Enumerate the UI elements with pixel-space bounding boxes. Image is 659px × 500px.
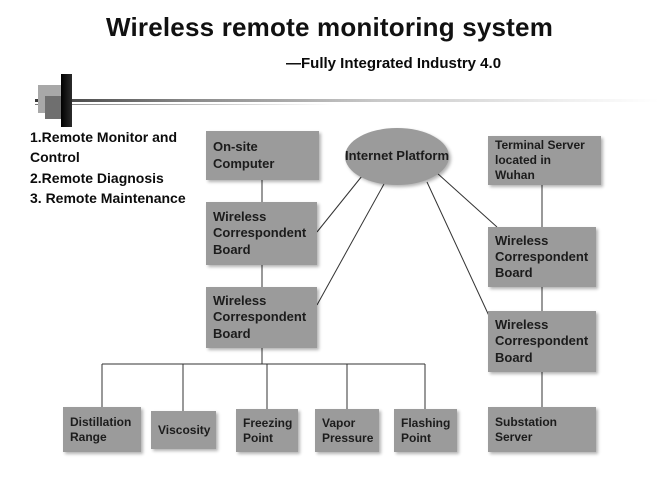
- node-terminal-server: Terminal Server located in Wuhan: [488, 136, 601, 185]
- feature-list: 1.Remote Monitor and Control 2.Remote Di…: [30, 127, 216, 208]
- node-onsite-computer: On-site Computer: [206, 131, 319, 180]
- page-title: Wireless remote monitoring system: [105, 12, 554, 42]
- connector-platform-to-wcb-right-bottom: [426, 181, 491, 319]
- node-wcb-right-top: Wireless Correspondent Board: [488, 227, 596, 287]
- node-sensor-freezing-point: Freezing Point: [236, 409, 298, 452]
- node-internet-platform: Internet Platform: [345, 128, 449, 185]
- node-sensor-flashing-point: Flashing Point: [394, 409, 457, 452]
- decorative-black-bar: [61, 74, 72, 127]
- page-subtitle: —Fully Integrated Industry 4.0: [286, 55, 502, 72]
- feature-item-2: 2.Remote Diagnosis: [30, 169, 164, 186]
- node-substation-server: Substation Server: [488, 407, 596, 452]
- connector-platform-to-wcb-left-bottom: [316, 183, 385, 306]
- feature-item-3: 3. Remote Maintenance: [30, 189, 186, 206]
- node-wcb-right-bottom: Wireless Correspondent Board: [488, 311, 596, 372]
- decorative-gradient-line: [35, 99, 659, 102]
- node-sensor-vapor-pressure: Vapor Pressure: [315, 409, 379, 452]
- node-sensor-viscosity: Viscosity: [151, 411, 216, 449]
- node-wcb-left-top: Wireless Correspondent Board: [206, 202, 317, 265]
- decorative-thin-line: [35, 104, 335, 105]
- node-wcb-left-bottom: Wireless Correspondent Board: [206, 287, 317, 348]
- node-sensor-distillation-range: Distillation Range: [63, 407, 141, 452]
- decorative-square-dark: [45, 96, 65, 119]
- feature-item-1: 1.Remote Monitor and Control: [30, 129, 178, 166]
- connector-platform-to-wcb-right-top: [436, 172, 498, 228]
- connector-platform-to-wcb-left-top: [316, 175, 363, 233]
